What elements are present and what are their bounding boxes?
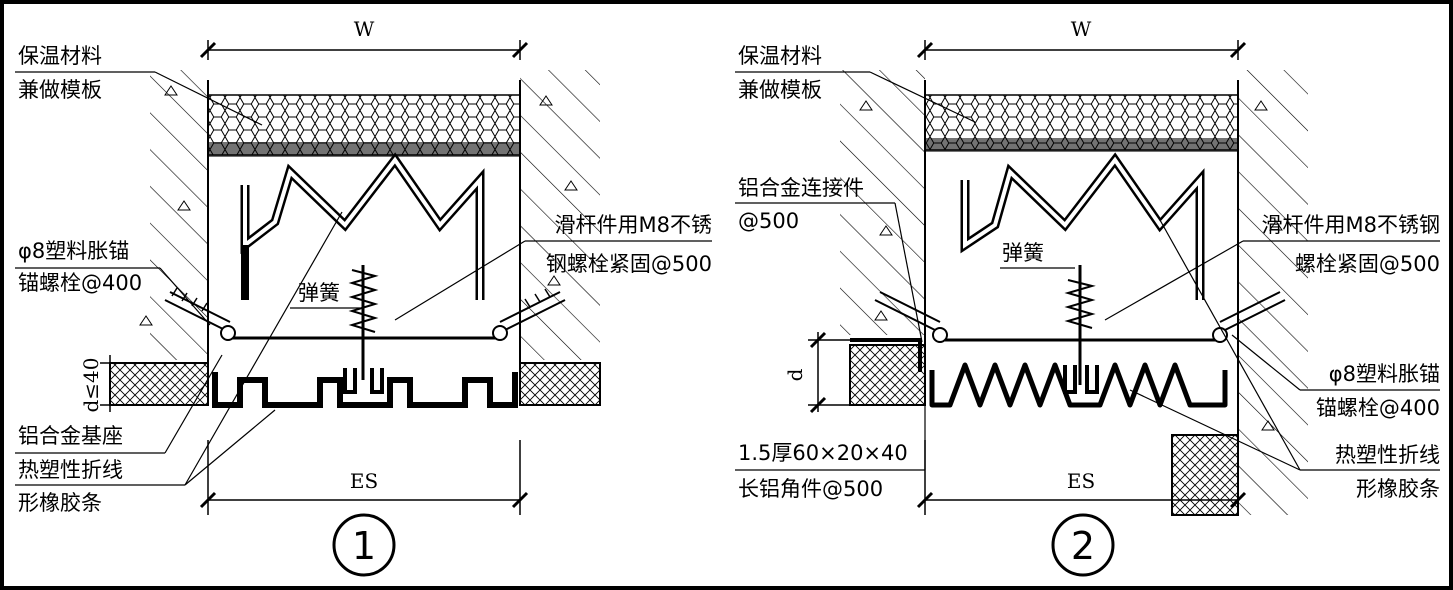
angle-label-1: 1.5厚60×20×40 <box>738 441 908 465</box>
es-label: ES <box>350 469 378 493</box>
anchor-label-2: 锚螺栓@400 <box>18 271 142 295</box>
strip-label-2-2: 形橡胶条 <box>1356 477 1440 501</box>
right-slab-2 <box>1171 434 1239 516</box>
rubber-strip <box>212 372 518 408</box>
w-label-2: W <box>1071 17 1092 41</box>
insulation-label-2: 兼做模板 <box>18 78 102 102</box>
strip-label-2-1: 热塑性折线 <box>1335 443 1440 467</box>
left-anchor-2 <box>874 291 948 343</box>
right-slab <box>519 362 601 406</box>
insulation-label-2-1: 保温材料 <box>738 44 822 68</box>
anchor-label-1: φ8塑料胀锚 <box>18 239 129 263</box>
es-label-2: ES <box>1067 469 1095 493</box>
right-anchor <box>492 288 566 341</box>
leaders <box>15 71 712 486</box>
connector-label-1: 铝合金连接件 <box>738 176 864 200</box>
slider-label-2-2: 螺栓紧固@500 <box>1295 252 1440 276</box>
detail-1-number: 1 <box>352 524 376 568</box>
w-label: W <box>354 17 375 41</box>
insulation-band <box>208 142 520 157</box>
right-wall-hatch <box>520 70 600 360</box>
slider-label-2-1: 滑杆件用M8不锈钢 <box>1262 213 1440 237</box>
leaders-2 <box>735 71 1440 471</box>
detail-2-number: 2 <box>1071 524 1095 568</box>
aggregate-marks <box>139 85 578 326</box>
depth-label: d≤40 <box>79 357 103 412</box>
detail-1-badge <box>332 513 396 577</box>
detail-2-badge <box>1051 513 1115 577</box>
base-label: 铝合金基座 <box>18 424 123 448</box>
strip-label-2: 形橡胶条 <box>18 491 102 515</box>
rubber-strip-2 <box>929 362 1228 408</box>
right-wall-hatch-2 <box>1238 70 1308 515</box>
connector-label-2: @500 <box>738 209 799 233</box>
anchor-label-2-2: 锚螺栓@400 <box>1316 396 1440 420</box>
insulation-label-1: 保温材料 <box>18 44 102 68</box>
insulation-label-2-2: 兼做模板 <box>738 78 822 102</box>
insulation-band-2 <box>925 138 1238 152</box>
depth-label-2: d <box>783 368 807 381</box>
spring-label-2: 弹簧 <box>1002 241 1044 265</box>
left-slab <box>109 362 209 406</box>
detail-2: W ES d 保温材料 兼做模板 铝合金连接件 @500 弹簧 滑 <box>735 17 1440 577</box>
detail-1: W ES d≤40 保温材料 兼做模板 φ8塑料胀锚 锚螺栓@400 滑杆件用M… <box>15 17 712 577</box>
angle-label-2: 长铝角件@500 <box>738 477 883 501</box>
slider-label-2: 钢螺栓紧固@500 <box>546 252 712 276</box>
strip-label-1: 热塑性折线 <box>18 458 123 482</box>
aggregate-marks-2 <box>859 100 1283 431</box>
spring-label: 弹簧 <box>298 281 340 305</box>
cover-plate-2 <box>960 152 1205 300</box>
left-slab-2 <box>849 344 926 406</box>
anchor-label-2-1: φ8塑料胀锚 <box>1329 362 1440 386</box>
slider-label-1: 滑杆件用M8不锈 <box>555 213 712 237</box>
left-anchor <box>164 287 236 341</box>
